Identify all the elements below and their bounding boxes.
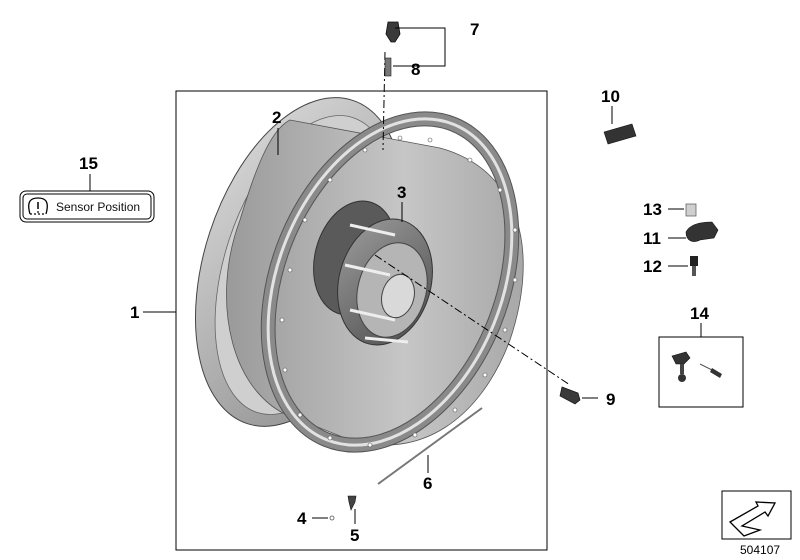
callout-3: 3: [397, 183, 406, 202]
navigation-arrow-icon[interactable]: [721, 490, 792, 540]
sensor-position-badge[interactable]: Sensor Position: [19, 190, 155, 223]
callout-2: 2: [272, 108, 281, 127]
callout-9: 9: [606, 390, 615, 409]
callout-1: 1: [130, 303, 139, 322]
rim-spoke-holes: [279, 135, 518, 448]
callout-8: 8: [411, 60, 420, 79]
wheel-hub[interactable]: [301, 192, 446, 356]
callout-13: 13: [643, 200, 662, 219]
wheel-rim-assembly[interactable]: [157, 71, 567, 491]
callout-6: 6: [423, 474, 432, 493]
callout-7: 7: [470, 20, 479, 39]
spacer-sleeve[interactable]: [685, 203, 697, 217]
sensor-bracket[interactable]: [685, 221, 719, 242]
kit-box-14: [658, 336, 744, 408]
balancing-rod[interactable]: [377, 407, 483, 485]
callout-10: 10: [601, 87, 620, 106]
axle-centerline: [374, 254, 571, 386]
leader-lines: [89, 27, 702, 524]
wheel-frame: [175, 90, 548, 551]
valve-insert[interactable]: [384, 57, 392, 77]
sensor-position-label: Sensor Position: [56, 200, 140, 214]
callout-12: 12: [643, 257, 662, 276]
callout-5: 5: [350, 526, 359, 545]
valve-cap[interactable]: [385, 21, 401, 43]
callout-14: 14: [690, 304, 709, 323]
callout-15: 15: [79, 154, 98, 173]
balance-weight[interactable]: [603, 123, 637, 145]
callout-4: 4: [297, 509, 307, 528]
ball-bearing-part[interactable]: [329, 515, 335, 521]
threaded-screw[interactable]: [347, 495, 357, 511]
axle-bolt[interactable]: [559, 386, 581, 405]
callout-11: 11: [643, 229, 661, 248]
valve-centerline: [382, 51, 386, 151]
sensor-screw[interactable]: [690, 256, 698, 276]
valve-kit[interactable]: [671, 351, 722, 382]
tpms-warning-icon: [28, 197, 48, 215]
diagram-id: 504107: [740, 543, 780, 557]
